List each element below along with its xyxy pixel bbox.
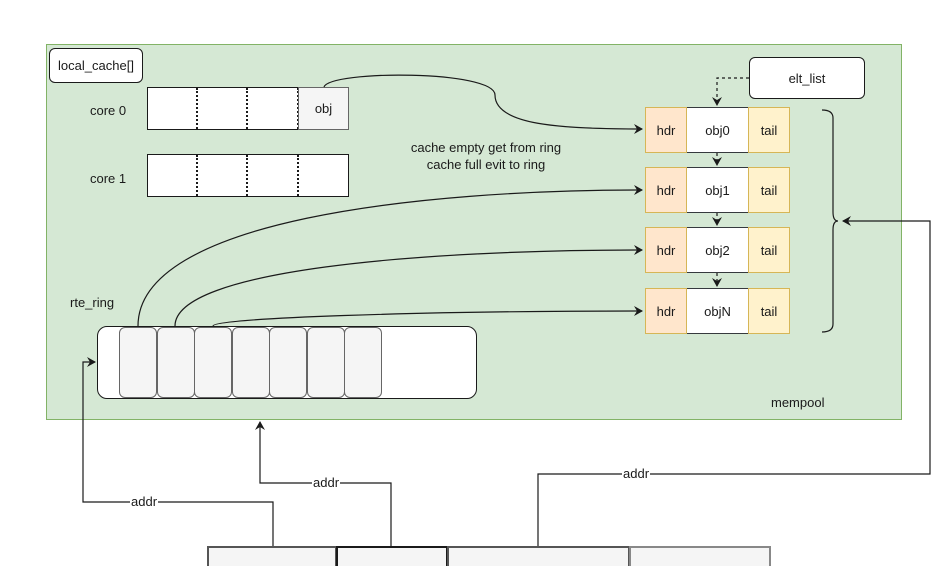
ring-slot[interactable] (194, 327, 232, 398)
ring-slot[interactable] (156, 327, 195, 398)
addr-label-middle: addr (312, 475, 341, 490)
ring-slot[interactable] (119, 327, 157, 398)
core-1-label: core 1 (90, 171, 127, 186)
cache-note-line-1: cache empty get from ring (410, 140, 562, 155)
rte-ring-label: rte_ring (70, 295, 115, 310)
tail-label: tail (760, 182, 778, 198)
bottom-block-3[interactable] (447, 546, 630, 566)
cache-divider (297, 155, 299, 196)
addr-label-left: addr (130, 494, 159, 509)
obj-tail: tail (748, 107, 790, 153)
obj-body: objN (687, 288, 748, 334)
obj-body: obj0 (687, 107, 748, 153)
ring-slot[interactable] (269, 327, 307, 398)
cache-divider (246, 155, 248, 196)
obj-header: hdr (645, 227, 687, 273)
obj-header: hdr (645, 288, 687, 334)
elt-list-label: elt_list (788, 70, 826, 86)
obj-header: hdr (645, 167, 687, 213)
mempool-label: mempool (771, 395, 825, 410)
core-0-label: core 0 (90, 103, 127, 118)
ring-slot[interactable] (344, 327, 382, 398)
cache-divider (196, 88, 198, 129)
hdr-label: hdr (656, 242, 676, 258)
cached-obj-label: obj (314, 101, 333, 116)
tail-label: tail (760, 242, 778, 258)
bottom-block-1[interactable] (207, 546, 337, 566)
obj-name: objN (704, 303, 731, 319)
obj-header: hdr (645, 107, 687, 153)
hdr-label: hdr (656, 122, 676, 138)
obj-name: obj0 (705, 122, 730, 138)
obj-name: obj2 (705, 242, 730, 258)
obj-tail: tail (748, 227, 790, 273)
tail-label: tail (760, 303, 778, 319)
addr-label-right: addr (622, 466, 651, 481)
object-row-0[interactable]: hdr obj0 tail (645, 107, 790, 153)
obj-name: obj1 (705, 182, 730, 198)
cache-note-line-2: cache full evit to ring (426, 157, 546, 172)
bottom-block-2[interactable] (336, 546, 448, 566)
local-cache-label-box[interactable]: local_cache[] (49, 48, 143, 83)
core-0-cached-obj[interactable]: obj (298, 87, 349, 130)
cache-divider (246, 88, 248, 129)
obj-tail: tail (748, 167, 790, 213)
hdr-label: hdr (656, 303, 676, 319)
obj-tail: tail (748, 288, 790, 334)
ring-slot[interactable] (231, 327, 270, 398)
obj-body: obj1 (687, 167, 748, 213)
obj-body: obj2 (687, 227, 748, 273)
local-cache-label: local_cache[] (58, 58, 134, 73)
object-row-1[interactable]: hdr obj1 tail (645, 167, 790, 213)
core-1-cache[interactable] (147, 154, 349, 197)
tail-label: tail (760, 122, 778, 138)
elt-list-box[interactable]: elt_list (749, 57, 865, 99)
object-row-2[interactable]: hdr obj2 tail (645, 227, 790, 273)
cache-divider (196, 155, 198, 196)
cache-note: cache empty get from ring cache full evi… (386, 139, 586, 173)
hdr-label: hdr (656, 182, 676, 198)
ring-slot[interactable] (306, 327, 345, 398)
bottom-block-4[interactable] (629, 546, 771, 566)
object-row-3[interactable]: hdr objN tail (645, 288, 790, 334)
